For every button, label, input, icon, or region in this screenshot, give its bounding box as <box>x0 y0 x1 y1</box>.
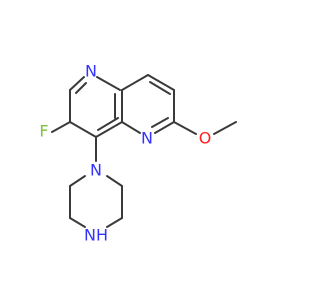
bond-cd-npip <box>69 175 86 187</box>
bond-cb-nh <box>106 217 123 228</box>
bond-c4-c4a <box>95 121 123 138</box>
atom-labels: N N N NH F O <box>39 62 211 245</box>
atom-f: F <box>39 122 48 141</box>
bond-o-ch3 <box>213 121 237 135</box>
bond-c8-c7 <box>147 74 175 91</box>
bond-c6-n5-double <box>151 117 169 128</box>
atom-n-mid: N <box>141 129 153 148</box>
bond-c3-c4 <box>69 121 97 138</box>
atom-o: O <box>199 129 212 148</box>
bond-n5-c4a <box>121 121 141 134</box>
bond-c6-o <box>173 121 197 135</box>
bond-nh-cc <box>69 217 86 228</box>
bond-c8a-c8 <box>121 74 149 91</box>
atom-n-top: N <box>85 62 97 81</box>
bond-c8a-n1 <box>96 76 121 91</box>
atom-n-piperazine: N <box>90 161 102 180</box>
bonds <box>51 74 237 228</box>
molecule-structure-diagram: N N N NH F O <box>39 62 237 245</box>
bond-n1-c2 <box>69 76 85 91</box>
bond-n1-c2-double <box>75 82 87 94</box>
bond-c8-c7-double <box>149 81 171 95</box>
atom-nh: NH <box>84 226 108 245</box>
bond-c6-n5 <box>154 121 175 134</box>
bond-npip-ca <box>106 175 123 187</box>
bond-c3-f <box>51 121 71 133</box>
bond-c4-c4a-double <box>97 117 119 131</box>
